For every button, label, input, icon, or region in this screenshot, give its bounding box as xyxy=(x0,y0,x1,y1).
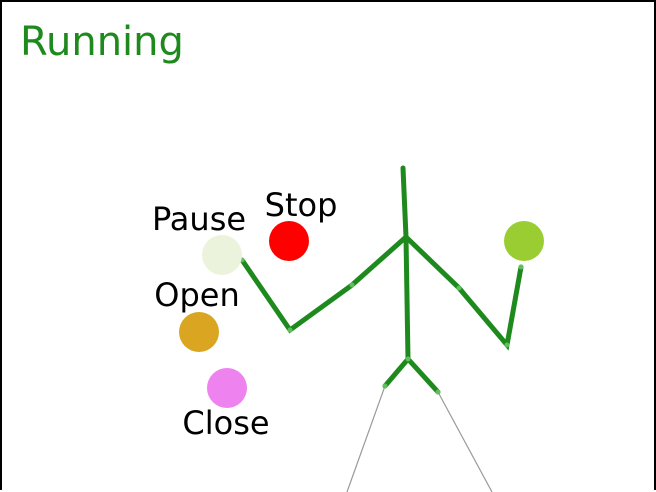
joint xyxy=(349,282,355,288)
open-button[interactable]: Open xyxy=(154,276,240,352)
stick-figure xyxy=(239,165,524,395)
joints xyxy=(239,257,524,395)
hand-target-circle[interactable] xyxy=(504,221,544,261)
joint xyxy=(405,356,411,362)
close-label: Close xyxy=(182,404,269,442)
stop-button[interactable]: Stop xyxy=(265,186,338,261)
joint xyxy=(456,285,462,291)
stop-circle[interactable] xyxy=(269,221,309,261)
close-button[interactable]: Close xyxy=(182,368,270,442)
spine xyxy=(400,165,411,362)
joint xyxy=(382,383,388,389)
pause-circle[interactable] xyxy=(202,235,242,275)
joint xyxy=(435,389,441,395)
right-leg-line xyxy=(437,391,493,492)
left-leg-line xyxy=(346,385,386,492)
open-label: Open xyxy=(154,276,239,314)
hips xyxy=(382,355,441,395)
status-title: Running xyxy=(20,19,184,65)
pause-label: Pause xyxy=(152,200,246,238)
open-circle[interactable] xyxy=(179,312,219,352)
left-arm xyxy=(239,234,409,334)
pause-button[interactable]: Pause xyxy=(152,200,246,275)
stop-label: Stop xyxy=(265,186,338,224)
joint xyxy=(504,342,510,348)
joint xyxy=(518,264,524,270)
right-arm xyxy=(403,234,524,351)
close-circle[interactable] xyxy=(207,368,247,408)
joint xyxy=(287,327,293,333)
